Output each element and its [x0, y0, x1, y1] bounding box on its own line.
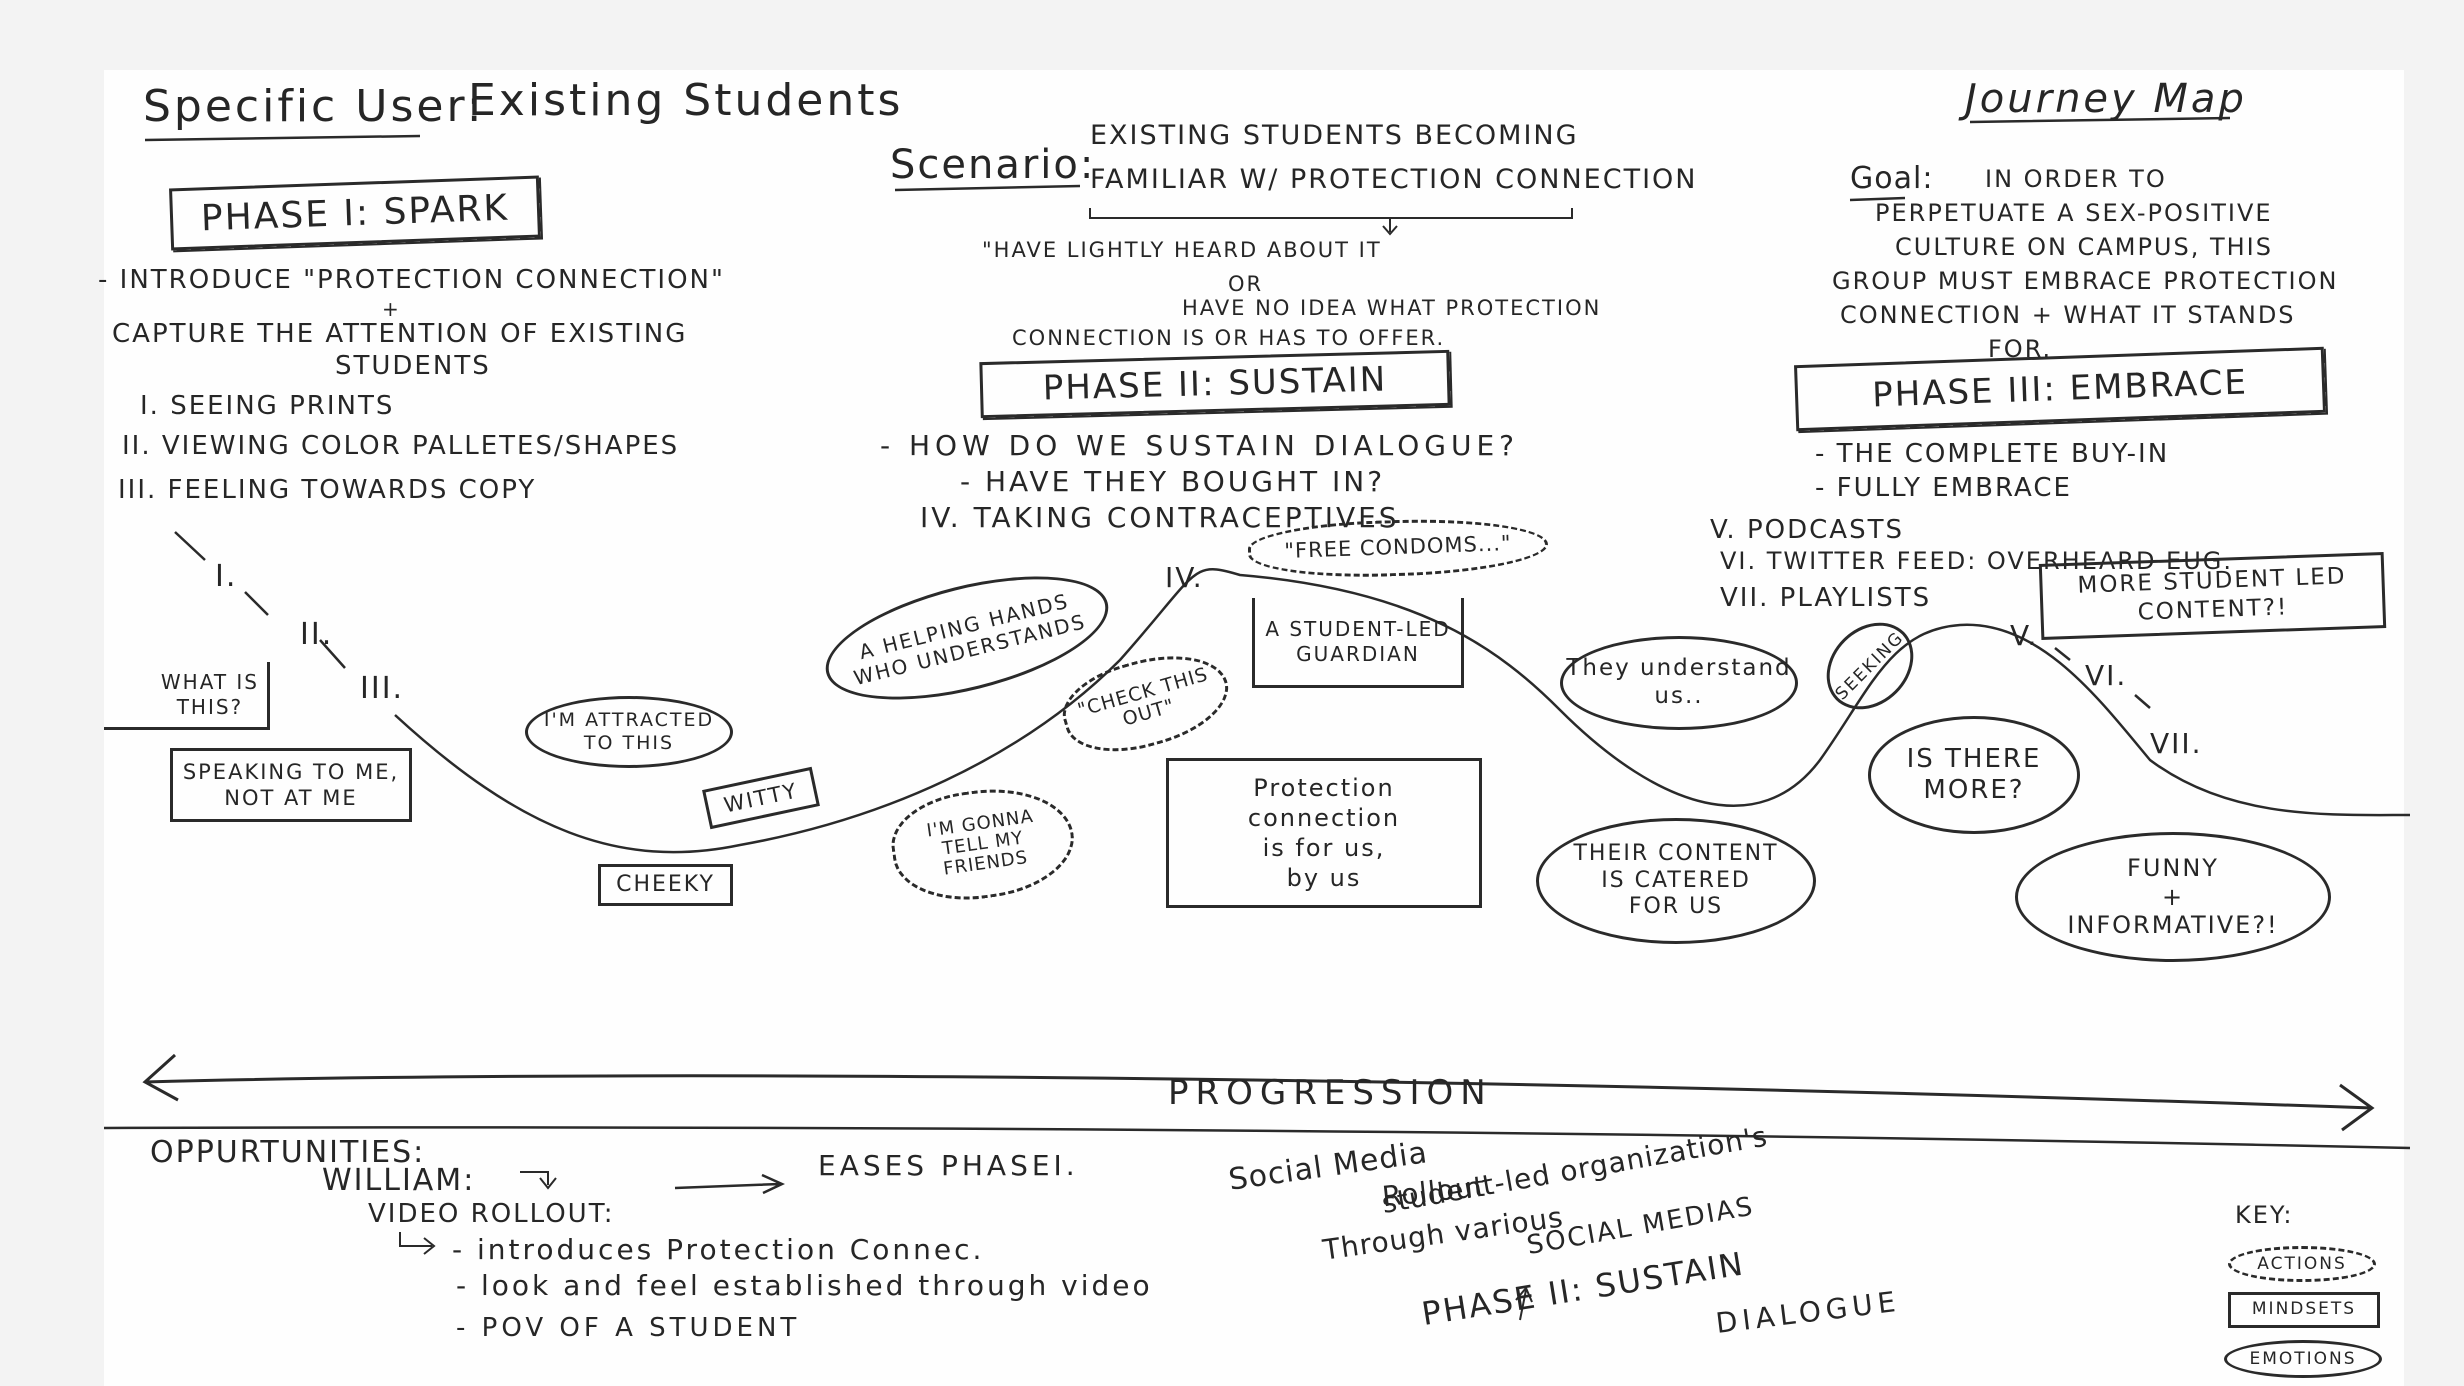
phase3-bullet-2: - Fully embrace — [1815, 473, 2072, 503]
mindset-cheeky: Cheeky — [598, 864, 733, 906]
phase3-item-5: V. Podcasts — [1710, 515, 1904, 545]
eases-arrow — [674, 1173, 785, 1195]
emotion-attracted: I'm attracted to this — [525, 696, 733, 768]
key-title: Key: — [2235, 1201, 2294, 1229]
opportunities-video-rollout: Video Rollout: — [368, 1199, 615, 1229]
scenario-line-1: Existing Students Becoming — [1090, 120, 1579, 151]
specific-user-value: Existing Students — [468, 75, 904, 126]
phase1-bullet-2b: students — [335, 351, 491, 381]
goal-line-5: Connection + what it stands — [1840, 301, 2296, 329]
emotion-is-there-more: Is there more? — [1868, 716, 2080, 834]
opportunities-detail-1: - introduces Protection Connec. — [452, 1233, 985, 1266]
phase3-item-6: VI. Twitter Feed: Overheard Eug. — [1720, 547, 2234, 575]
opportunities-detail-2: - look and feel established through vide… — [456, 1269, 1153, 1302]
curve-point-1: I. — [215, 559, 238, 594]
mindset-more-student-content: More student led content?! — [2038, 552, 2387, 640]
phase2-item-4: IV. Taking contraceptives — [920, 501, 1400, 534]
scenario-note-2: Have no idea what protection — [1182, 296, 1602, 320]
emotion-content-catered: Their content is catered for us — [1536, 818, 1816, 944]
mindset-student-guardian: A student-led guardian — [1252, 598, 1464, 688]
scenario-note-1: "Have lightly heard about it — [982, 238, 1382, 262]
phase3-descent-line — [2054, 647, 2151, 709]
mindset-what-is-this: What is this? — [104, 662, 270, 730]
phase1-plus: + — [382, 297, 401, 321]
phase3-bullet-1: - The complete buy-in — [1815, 439, 2170, 469]
curve-point-6: VI. — [2085, 659, 2128, 692]
phase1-bullet-1: - Introduce "Protection Connection" — [98, 265, 725, 295]
goal-line-6: for. — [1988, 335, 2053, 363]
curve-point-2: II. — [300, 617, 334, 652]
video-rollout-hook-arrow — [399, 1232, 436, 1255]
key-emotions: Emotions — [2224, 1340, 2382, 1378]
mindset-for-us-by-us: Protection connection is for us, by us — [1166, 758, 1482, 908]
emotion-funny-informative: Funny + Informative?! — [2015, 832, 2331, 962]
phase1-item-3: III. Feeling towards copy — [118, 475, 537, 505]
phase1-descent-line — [174, 531, 346, 669]
scenario-line-2: Familiar w/ Protection Connection — [1090, 164, 1698, 195]
phase3-item-7: VII. Playlists — [1720, 583, 1932, 613]
opportunities-william: William: — [322, 1163, 476, 1198]
journey-map-title: Journey Map — [1965, 76, 2247, 122]
title-underlines — [144, 116, 2231, 202]
phase2-bullet-2: - Have they bought in? — [960, 465, 1386, 498]
scenario-label: Scenario: — [890, 142, 1096, 188]
specific-user-label: Specific User: — [143, 81, 485, 132]
section-divider — [103, 1126, 2411, 1150]
key-mindsets: Mindsets — [2228, 1292, 2380, 1328]
goal-line-1: In order to — [1985, 165, 2167, 193]
progression-arrow — [142, 1053, 2375, 1132]
opportunities-title: Oppurtunities: — [150, 1135, 426, 1170]
progression-label: Progression — [1168, 1073, 1493, 1113]
phase1-title: Phase I: Spark — [169, 175, 541, 251]
goal-line-2: perpetuate a sex-positive — [1875, 199, 2273, 227]
goal-line-3: culture on campus, this — [1895, 233, 2273, 261]
opportunities-eases-phase: Eases PhaseI. — [818, 1149, 1079, 1182]
william-hook-arrow — [520, 1171, 557, 1190]
social-up-arrow — [1515, 1286, 1533, 1321]
curve-point-3: III. — [360, 671, 405, 706]
emotion-they-understand: They understand us.. — [1560, 636, 1798, 730]
goal-line-4: group must embrace Protection — [1832, 267, 2339, 295]
curve-point-4: IV. — [1165, 561, 1204, 594]
phase2-bullet-1: - How do we sustain dialogue? — [880, 429, 1520, 462]
goal-label: Goal: — [1850, 161, 1934, 196]
key-actions: Actions — [2228, 1246, 2376, 1282]
opportunities-detail-3: - POV of a student — [456, 1313, 801, 1343]
scenario-note-3: connection is or has to offer. — [1012, 326, 1446, 350]
curve-point-7: VII. — [2150, 727, 2203, 760]
phase1-item-2: II. Viewing color palletes/shapes — [122, 431, 680, 461]
scenario-bracket — [1089, 208, 1573, 236]
scenario-note-or: or — [1228, 272, 1264, 296]
curve-point-5: V. — [2010, 619, 2039, 652]
journey-curve — [394, 568, 2411, 854]
mindset-speaking-to-me: Speaking to me, not at me — [170, 748, 412, 822]
phase1-item-1: I. Seeing prints — [140, 391, 395, 421]
phase1-bullet-2: Capture the attention of existing — [112, 319, 688, 349]
